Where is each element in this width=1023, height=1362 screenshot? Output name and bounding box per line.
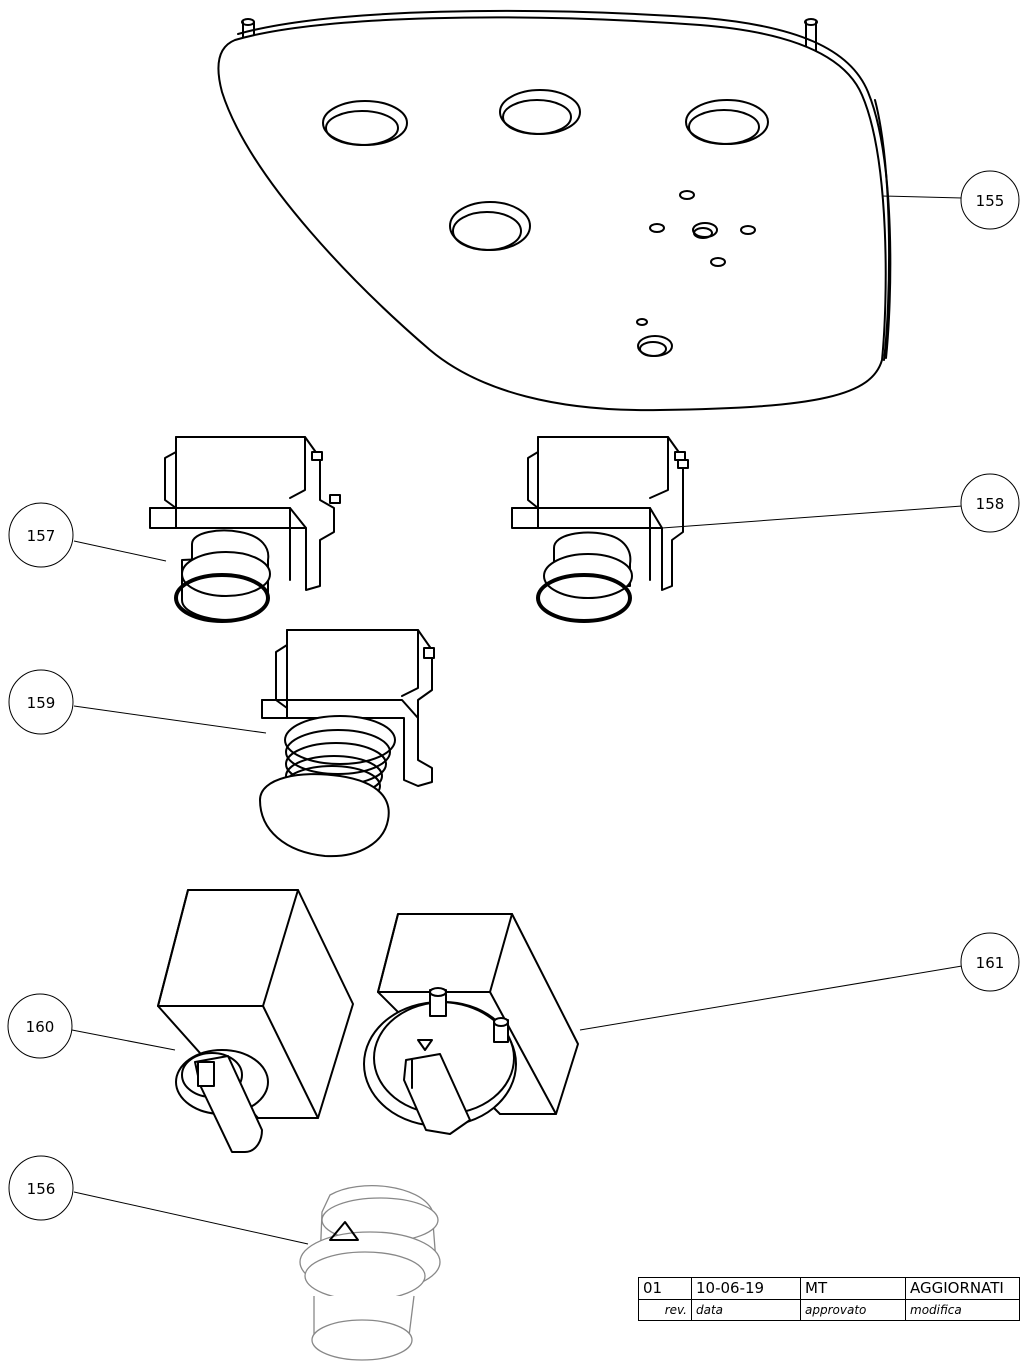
revision-approved: MT xyxy=(800,1277,906,1300)
svg-text:155: 155 xyxy=(976,192,1005,210)
approved-header: approvato xyxy=(800,1298,906,1321)
part-158-pushbutton xyxy=(511,436,689,623)
svg-text:161: 161 xyxy=(976,954,1005,972)
balloon-157: 157 xyxy=(8,502,74,568)
svg-text:156: 156 xyxy=(27,1180,56,1198)
part-160-selector-switch xyxy=(157,889,354,1153)
revision-table: 01 10-06-19 MT AGGIORNATI rev. data appr… xyxy=(638,1277,1020,1321)
part-156-knob xyxy=(299,1185,441,1361)
balloon-160: 160 xyxy=(7,993,73,1059)
part-157-pushbutton xyxy=(149,436,341,623)
rev-header: rev. xyxy=(638,1298,692,1321)
svg-text:157: 157 xyxy=(27,527,56,545)
svg-text:160: 160 xyxy=(26,1018,55,1036)
balloon-159: 159 xyxy=(8,669,74,735)
date-header: data xyxy=(691,1298,801,1321)
part-159-mushroom-button xyxy=(259,629,435,858)
panel-holes xyxy=(322,89,769,357)
change-header: modifica xyxy=(905,1298,1020,1321)
balloon-155: 155 xyxy=(960,170,1020,230)
svg-text:158: 158 xyxy=(976,495,1005,513)
svg-text:159: 159 xyxy=(27,694,56,712)
revision-number: 01 xyxy=(638,1277,692,1300)
leader-lines xyxy=(71,195,963,1245)
part-161-key-selector xyxy=(363,913,579,1135)
part-155-faceplate xyxy=(217,9,892,412)
balloon-161: 161 xyxy=(960,932,1020,992)
balloon-156: 156 xyxy=(8,1155,74,1221)
revision-date: 10-06-19 xyxy=(691,1277,801,1300)
balloon-158: 158 xyxy=(960,473,1020,533)
revision-change: AGGIORNATI xyxy=(905,1277,1020,1300)
